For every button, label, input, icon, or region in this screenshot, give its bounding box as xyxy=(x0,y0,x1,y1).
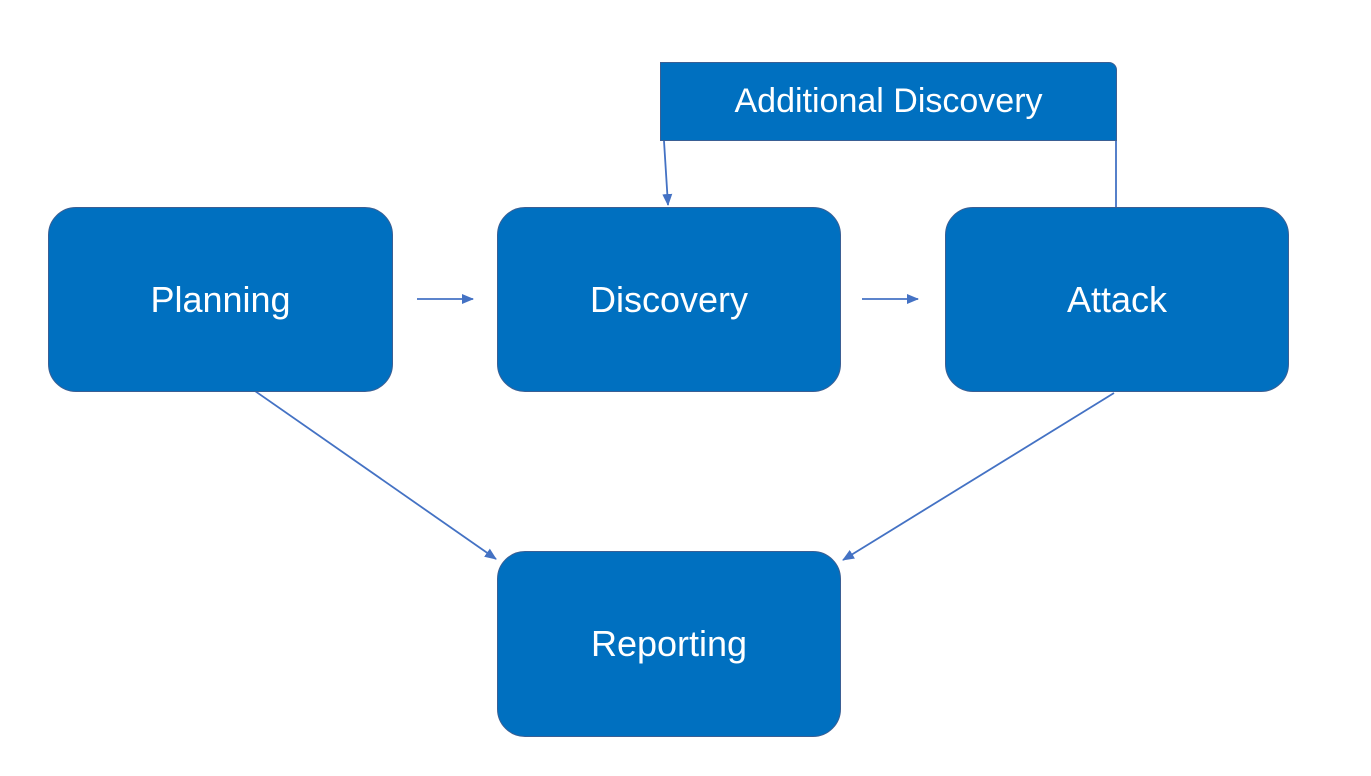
node-reporting-label: Reporting xyxy=(590,623,748,664)
node-reporting[interactable]: Reporting xyxy=(497,551,841,737)
arrow-attack-to-reporting xyxy=(842,392,1115,561)
node-additional-discovery[interactable]: Additional Discovery xyxy=(660,62,1117,141)
node-planning-label: Planning xyxy=(150,278,291,320)
arrow-planning-to-reporting xyxy=(221,367,497,560)
arrow-additional-to-discovery xyxy=(662,140,673,206)
node-discovery-label: Discovery xyxy=(589,278,749,320)
node-additional-discovery-label: Additional Discovery xyxy=(734,82,1043,120)
node-attack-label: Attack xyxy=(1066,278,1168,320)
node-planning[interactable]: Planning xyxy=(48,207,393,392)
node-attack[interactable]: Attack xyxy=(945,207,1289,392)
node-discovery[interactable]: Discovery xyxy=(497,207,841,392)
